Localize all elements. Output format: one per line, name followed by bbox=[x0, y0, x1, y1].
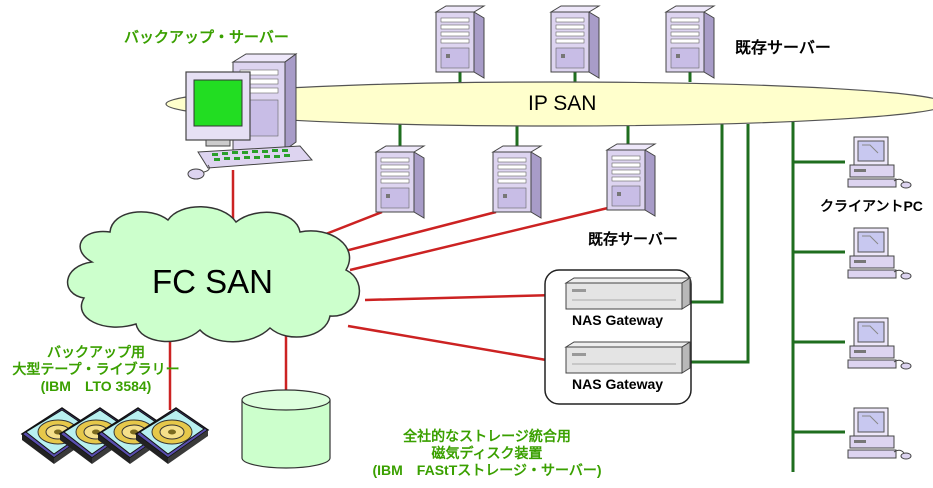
fc-san-label: FC SAN bbox=[152, 263, 274, 300]
client-pc-2 bbox=[847, 227, 912, 280]
disk-storage-caption: 全社的なストレージ統合用 磁気ディスク装置 (IBM FAStTストレージ・サー… bbox=[362, 428, 612, 479]
fc-san-cloud bbox=[67, 206, 361, 343]
existing-server-top-1 bbox=[435, 5, 485, 79]
backup-workstation-icon bbox=[185, 53, 314, 180]
nas-gateway-2-label: NAS Gateway bbox=[572, 376, 664, 392]
tape-caption-line-3: (IBM LTO 3584) bbox=[40, 378, 152, 394]
nas-gateway-1-device bbox=[564, 277, 692, 310]
existing-servers-mid-label: 既存サーバー bbox=[588, 231, 678, 248]
disk-caption-line-3: (IBM FAStTストレージ・サーバー) bbox=[372, 462, 602, 478]
ip-san-bus bbox=[165, 81, 933, 127]
ip-san-links bbox=[398, 62, 845, 472]
client-pc-3 bbox=[847, 317, 912, 370]
existing-server-top-2 bbox=[550, 5, 600, 79]
tape-library-icon bbox=[21, 407, 209, 465]
existing-server-mid-1 bbox=[375, 145, 425, 219]
backup-server-label: バックアップ・サーバー bbox=[124, 29, 289, 46]
disk-caption-line-1: 全社的なストレージ統合用 bbox=[403, 428, 571, 444]
nas-gateway-2-device bbox=[564, 341, 692, 374]
tape-library-caption: バックアップ用 大型テープ・ライブラリー (IBM LTO 3584) bbox=[8, 344, 184, 395]
nas-gateway-group bbox=[544, 269, 692, 405]
client-pc-4 bbox=[847, 407, 912, 460]
tape-caption-line-1: バックアップ用 bbox=[47, 344, 145, 360]
nas-gateway-1-label: NAS Gateway bbox=[572, 312, 664, 328]
client-pc-1 bbox=[847, 136, 912, 189]
existing-server-top-3 bbox=[665, 5, 715, 79]
existing-server-mid-3 bbox=[606, 143, 656, 217]
disk-storage-icon bbox=[241, 389, 331, 469]
tape-caption-line-2: 大型テープ・ライブラリー bbox=[12, 361, 180, 377]
disk-caption-line-2: 磁気ディスク装置 bbox=[431, 445, 543, 461]
existing-servers-top-label: 既存サーバー bbox=[735, 40, 831, 57]
ip-san-label: IP SAN bbox=[528, 92, 597, 115]
existing-server-mid-2 bbox=[492, 145, 542, 219]
client-pc-label: クライアントPC bbox=[820, 198, 923, 214]
